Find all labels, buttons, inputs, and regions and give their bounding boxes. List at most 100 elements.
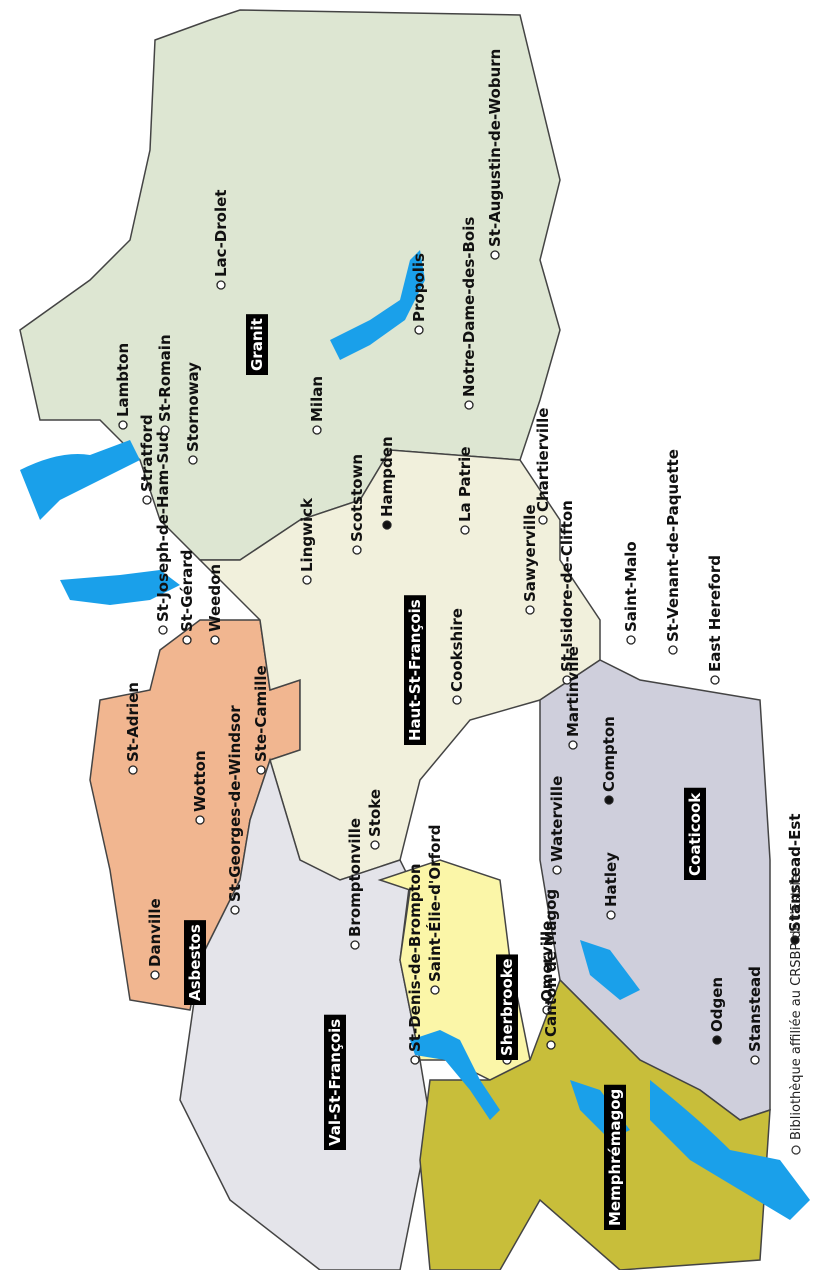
town-label: Waterville [548,776,566,862]
town-0[interactable]: Danville [146,898,164,980]
town-marker-icon [188,455,198,465]
town-18[interactable]: Notre-Dame-des-Bois [460,217,478,410]
town-32[interactable]: Stoke [366,789,384,850]
town-marker-icon [382,520,392,530]
mrc-label-2: Haut-St-François [404,595,426,745]
town-label: Stanstead-Est [786,814,804,932]
town-6[interactable]: St-Gérard [178,550,196,645]
town-11[interactable]: Stornoway [184,362,202,465]
mrc-label-text: Sherbrooke [498,958,516,1056]
lake-memphremagog [650,1080,810,1220]
mrc-label-text: Memphrémagog [606,1089,624,1226]
town-marker-icon [195,815,205,825]
town-17[interactable]: Propolis [410,253,428,335]
town-label: Lac-Drolet [212,190,230,277]
town-label: Stoke [366,789,384,837]
mrc-label-text: Asbestos [186,924,204,1001]
town-26[interactable]: St-Venant-de-Paquette [664,449,682,655]
town-16[interactable]: Hampden [378,436,396,530]
town-label: Bromptonville [346,818,364,937]
town-5[interactable]: Ste-Camille [252,665,270,775]
mrc-label-1: Asbestos [184,920,206,1005]
town-1[interactable]: St-Adrien [124,682,142,775]
town-14[interactable]: Lingwick [298,497,316,585]
town-7[interactable]: Weedon [206,564,224,645]
town-22[interactable]: Sawyerville [521,504,539,615]
town-41[interactable]: Stanstead [746,966,764,1065]
town-label: Propolis [410,253,428,322]
town-27[interactable]: East Hereford [706,555,724,685]
town-label: Notre-Dame-des-Bois [460,217,478,397]
town-33[interactable]: Bromptonville [346,818,364,950]
town-label: Hampden [378,436,396,517]
lake-megantic [330,250,425,360]
town-20[interactable]: La Patrie [456,447,474,535]
mrc-label-6: Memphrémagog [604,1084,626,1230]
town-9[interactable]: Lambton [114,343,132,430]
town-4[interactable]: St-Joseph-de-Ham-Sud [154,431,172,635]
mrc-label-bg [404,595,426,745]
town-35[interactable]: Saint-Élie-d'Orford [425,824,444,995]
town-12[interactable]: Lac-Drolet [212,190,230,290]
town-marker-icon [216,280,226,290]
town-marker-icon [350,940,360,950]
town-marker-icon [118,420,128,430]
mrc-label-bg [684,787,706,880]
town-marker-icon [750,1055,760,1065]
legend: Bibliothèque affiliée au CRSBP de l'Estr… [789,874,804,1155]
town-label: Cookshire [448,608,466,692]
town-marker-icon [370,840,380,850]
river-st-francois [410,1030,500,1120]
town-marker-icon [230,905,240,915]
town-marker-icon [210,635,220,645]
town-label: Scotstown [348,454,366,542]
town-19[interactable]: St-Augustin-de-Woburn [486,49,504,260]
town-label: Ste-Camille [252,665,270,762]
town-marker-icon [490,250,500,260]
town-label: Milan [308,376,326,422]
town-marker-icon [414,325,424,335]
town-29[interactable]: Compton [600,716,618,805]
town-2[interactable]: Wotton [191,750,209,825]
town-13[interactable]: Milan [308,376,326,435]
town-34[interactable]: St-Denis-de-Brompton [406,863,424,1065]
town-23[interactable]: St-Isidore-de-Clifton [558,500,576,685]
legend-marker-icon [791,1145,801,1155]
town-marker-icon [606,910,616,920]
town-label: St-Gérard [178,550,196,632]
mrc-label-bg [604,1084,626,1230]
town-30[interactable]: Waterville [548,776,566,875]
town-marker-icon [302,575,312,585]
town-marker-icon [538,515,548,525]
town-15[interactable]: Scotstown [348,454,366,555]
town-8[interactable]: Stratford [138,414,156,505]
town-marker-icon [562,675,572,685]
town-marker-icon [525,605,535,615]
town-marker-icon [712,1035,722,1045]
town-40[interactable]: Stanstead-Est [786,814,804,945]
town-36[interactable]: Omerville [538,921,556,1015]
town-label: St-Augustin-de-Woburn [486,49,504,247]
town-label: Danville [146,898,164,967]
town-marker-icon [568,740,578,750]
town-marker-icon [312,425,322,435]
town-3[interactable]: St-Georges-de-Windsor [226,705,244,915]
town-25[interactable]: Saint-Malo [622,541,640,645]
town-marker-icon [256,765,266,775]
mrc-label-text: Coaticook [686,792,704,876]
town-marker-icon [142,495,152,505]
town-28[interactable]: Martinville [564,646,582,750]
town-10[interactable]: St-Romain [156,334,174,435]
town-31[interactable]: Hatley [602,852,620,920]
region-haut-st-francois[interactable] [198,449,601,881]
town-24[interactable]: Cookshire [448,608,466,705]
town-marker-icon [128,765,138,775]
town-37[interactable]: Canton de Magog [542,889,560,1050]
town-label: Chartierville [534,408,552,512]
region-val-st-francois[interactable] [179,757,431,1270]
town-label: Stratford [138,414,156,492]
town-39[interactable]: Odgen [708,977,726,1045]
town-21[interactable]: Chartierville [534,408,552,525]
town-label: Stanstead [746,966,764,1052]
mrc-label-5: Coaticook [684,787,706,880]
